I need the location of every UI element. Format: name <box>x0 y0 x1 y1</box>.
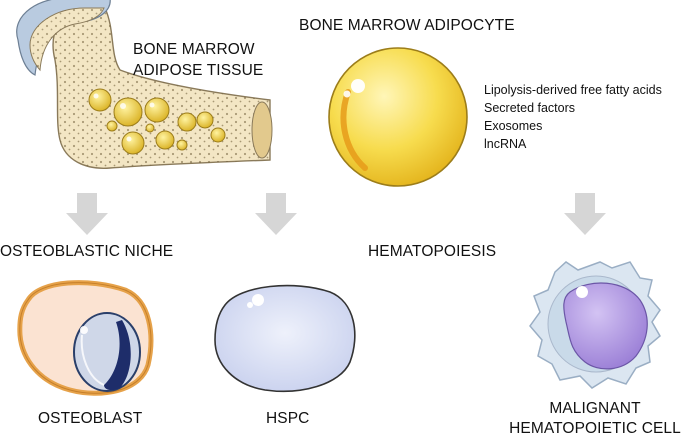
down-arrows <box>66 193 606 235</box>
arrow-malignant <box>564 193 606 235</box>
hematopoiesis-label: HEMATOPOIESIS <box>368 243 497 260</box>
factor-item: Lipolysis-derived free fatty acids <box>484 83 662 97</box>
arrow-osteoblastic <box>66 193 108 235</box>
tissue-label-line2: ADIPOSE TISSUE <box>133 62 264 79</box>
factor-item: Exosomes <box>484 119 543 133</box>
malignant-label-line2: HEMATOPOIETIC CELL <box>509 420 681 437</box>
hspc-label: HSPC <box>266 410 310 427</box>
factor-item: lncRNA <box>484 137 527 151</box>
adipocyte-illustration <box>328 47 468 187</box>
adipocyte-label: BONE MARROW ADIPOCYTE <box>299 17 515 34</box>
factor-item: Secreted factors <box>484 101 576 115</box>
arrow-hspc <box>255 193 297 235</box>
malignant-cell-illustration <box>529 261 661 389</box>
bone-illustration <box>16 0 273 169</box>
tissue-label-line1: BONE MARROW <box>133 41 255 58</box>
osteoblast-illustration <box>17 280 154 396</box>
malignant-label-line1: MALIGNANT <box>549 400 641 417</box>
osteoblast-label: OSTEOBLAST <box>38 410 143 427</box>
bone-cut-end <box>251 101 273 159</box>
hspc-illustration <box>214 284 356 393</box>
osteoblastic-niche-label: OSTEOBLASTIC NICHE <box>0 243 174 260</box>
